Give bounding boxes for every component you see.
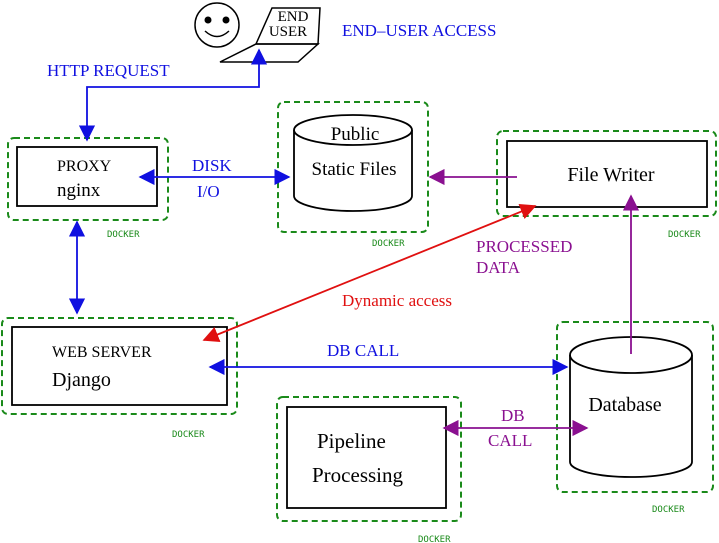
- docker-label-static-files: DOCKER: [372, 239, 405, 249]
- docker-label-pipeline: DOCKER: [418, 535, 451, 543]
- processed-label: PROCESSED: [476, 237, 572, 256]
- file-writer-node: File Writer: [506, 140, 708, 208]
- end-user-label-user: USER: [269, 24, 307, 40]
- pipeline-container: [276, 396, 462, 522]
- dynamic-access-edge: Dynamic access: [202, 203, 537, 343]
- pipeline-db-label-db: DB: [501, 406, 525, 425]
- file-writer-container: [496, 130, 717, 217]
- web-server-title: WEB SERVER: [52, 344, 152, 361]
- dynamic-access-label: Dynamic access: [342, 291, 452, 310]
- end-user: END USER END–USER ACCESS: [194, 2, 496, 63]
- disk-io-edge: DISK I/O: [138, 156, 291, 201]
- pipeline-title: Pipeline: [317, 429, 386, 453]
- end-user-label-end: END: [278, 9, 309, 25]
- web-server-subtitle: Django: [52, 369, 111, 391]
- docker-label-database: DOCKER: [652, 505, 685, 515]
- db-call-label: DB CALL: [327, 341, 399, 360]
- docker-label-proxy: DOCKER: [107, 230, 140, 240]
- pipeline-db-edge: DB CALL: [442, 406, 589, 450]
- disk-label: DISK: [192, 156, 232, 175]
- web-server-container: [1, 317, 238, 415]
- static-files-title: Public: [331, 124, 380, 145]
- db-call-edge: DB CALL: [208, 341, 569, 376]
- proxy-container: [7, 137, 169, 221]
- smiley-face-icon: [194, 2, 240, 48]
- web-server-node: WEB SERVER Django: [11, 326, 228, 406]
- docker-label-web-server: DOCKER: [172, 430, 205, 440]
- database-title: Database: [588, 394, 661, 416]
- http-request-edge: HTTP REQUEST: [47, 48, 268, 142]
- proxy-title: PROXY: [57, 158, 112, 175]
- pipeline-db-label-call: CALL: [488, 431, 532, 450]
- pipeline-node: Pipeline Processing: [286, 406, 447, 509]
- processed-data-label: DATA: [476, 258, 521, 277]
- static-files-node: Public Static Files: [293, 114, 413, 212]
- pipeline-subtitle: Processing: [312, 463, 403, 487]
- proxy-subtitle: nginx: [57, 180, 101, 201]
- database-container: [556, 321, 714, 493]
- end-user-access-label: END–USER ACCESS: [342, 21, 496, 40]
- database-node: Database: [569, 336, 693, 478]
- static-files-subtitle: Static Files: [312, 159, 397, 180]
- file-writer-title: File Writer: [567, 164, 654, 186]
- io-label: I/O: [197, 182, 220, 201]
- docker-label-file-writer: DOCKER: [668, 230, 701, 240]
- proxy-node: PROXY nginx: [16, 146, 158, 207]
- http-request-label: HTTP REQUEST: [47, 61, 170, 80]
